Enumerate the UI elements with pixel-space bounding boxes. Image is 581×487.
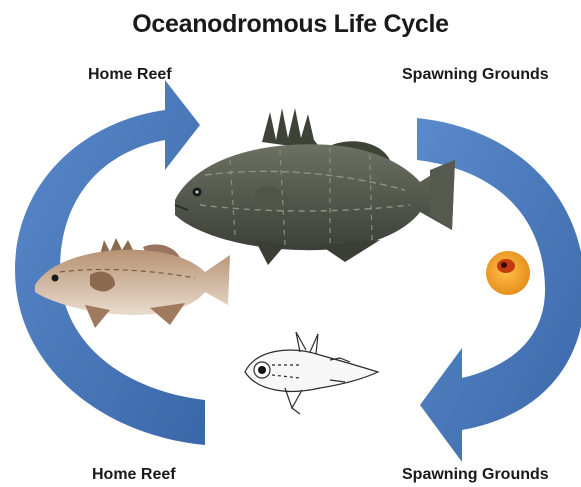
- larval-fish-icon: [245, 332, 378, 414]
- adult-grouper-fish-icon: [175, 108, 455, 265]
- fish-egg-icon: [486, 251, 530, 295]
